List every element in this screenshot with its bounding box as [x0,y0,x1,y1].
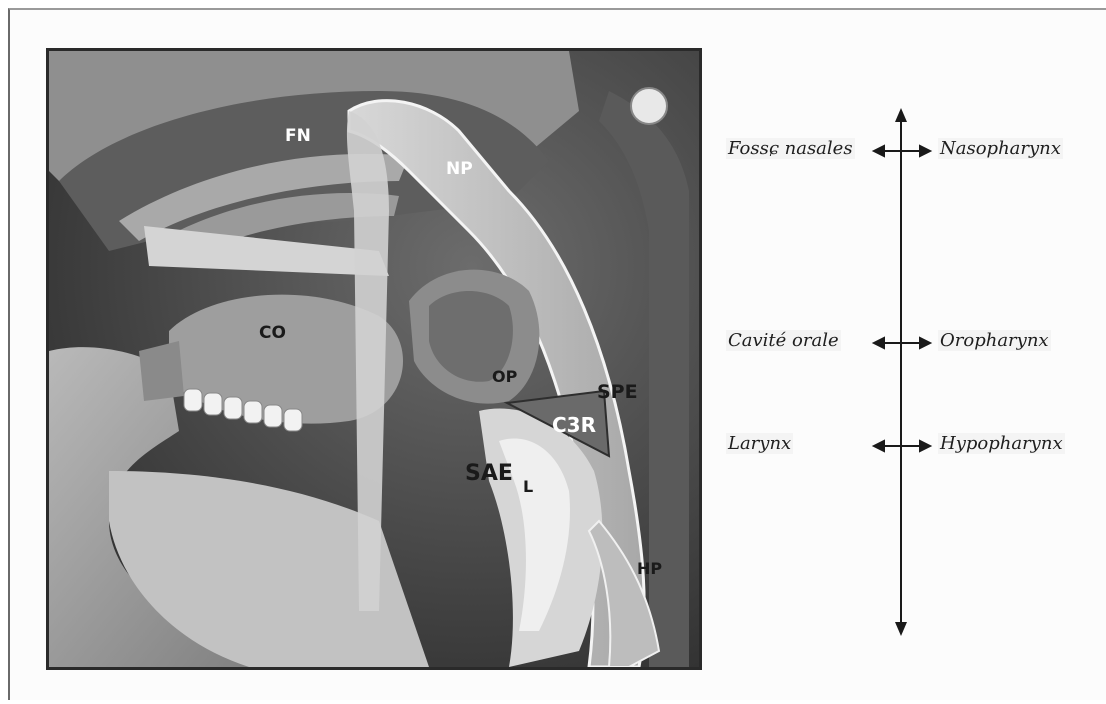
horizontal-arrow-2-left-head [874,338,884,348]
label-op: OP [492,367,517,386]
label-l: L [523,477,533,496]
level-1-left: Fossɕ nasales [726,138,855,159]
level-3-right: Hypopharynx [938,433,1065,454]
label-fn: FN [285,126,311,146]
label-sae: SAE [465,461,513,486]
level-2-right: Oropharynx [938,330,1051,351]
label-hp: HP [637,559,662,578]
label-co: CO [259,323,286,343]
horizontal-arrow-3-right-head [920,441,930,451]
label-np: NP [446,159,473,179]
horizontal-arrow-2-right-head [920,338,930,348]
horizontal-arrow-3-left-head [874,441,884,451]
vertical-arrow-top-head [895,108,907,122]
sagittal-head-illustration: FN NP CO OP SPE C3R SAE L HP [46,48,702,670]
label-spe: SPE [597,381,638,403]
label-c3r: C3R [552,413,596,437]
vertical-arrow-bottom-head [895,622,907,636]
level-correspondence: Fossɕ nasales Nasopharynx Cavité orale O… [712,48,1104,678]
horizontal-arrow-1-left-head [874,146,884,156]
horizontal-arrow-1-right-head [920,146,930,156]
level-3-left: Larynx [726,433,793,454]
level-2-left: Cavité orale [726,330,841,351]
anatomy-drawing [49,51,699,667]
level-1-right: Nasopharynx [938,138,1063,159]
